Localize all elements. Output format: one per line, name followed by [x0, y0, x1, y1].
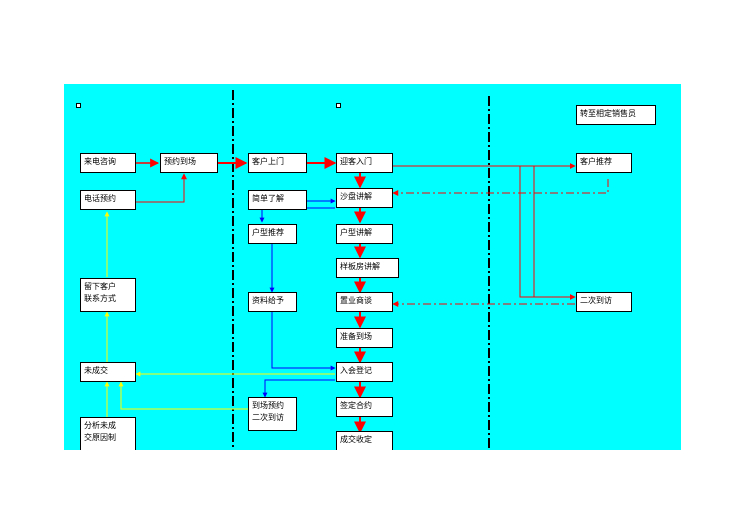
edge-materials-to-registration [271, 312, 336, 371]
node-prepare-visit: 准备到场 [336, 328, 393, 348]
node-unit-explanation: 户型讲解 [336, 224, 393, 244]
section-marker-1 [76, 103, 81, 108]
node-unit-recommendation: 户型推荐 [248, 224, 297, 244]
node-appointment-visit: 预约到场 [160, 153, 218, 173]
edge-phone-to-appointment [136, 173, 187, 203]
node-sand-table: 沙盘讲解 [336, 188, 393, 208]
edge-sand-to-unit [259, 207, 335, 223]
node-phone-appointment: 电话预约 [80, 190, 136, 210]
node-analyze-reasons: 分析未成交原因制 [80, 417, 136, 450]
node-not-closed: 未成交 [80, 362, 136, 382]
node-registration: 入会登记 [336, 362, 393, 382]
node-second-visit: 二次到访 [576, 292, 632, 312]
node-visit-appointment: 到场预约二次到访 [248, 397, 297, 431]
node-customer-recommend: 客户推荐 [576, 153, 632, 173]
section-marker-2 [336, 103, 341, 108]
flowchart-canvas: 来电咨询 电话预约 留下客户联系方式 未成交 分析未成交原因制 预约到场 客户上… [64, 84, 681, 450]
edge-visit-appt-to-not-closed [118, 381, 248, 410]
node-materials-given: 资料给予 [248, 292, 297, 312]
node-deal-closed: 成交收定 [336, 431, 393, 450]
node-leave-contact: 留下客户联系方式 [80, 278, 136, 312]
edge-branch-to-second-visit [519, 166, 576, 300]
node-incoming-call: 来电咨询 [80, 153, 136, 173]
edge-registration-to-visit-appt [262, 379, 335, 398]
node-business-negotiation: 置业商谈 [336, 292, 393, 312]
node-transfer-sales: 转至相定销售员 [576, 105, 656, 125]
node-reception: 迎客入门 [336, 153, 393, 173]
node-customer-walkin: 客户上门 [248, 153, 307, 173]
edge-recommend-to-sand [392, 179, 609, 196]
node-model-room: 样板房讲解 [336, 258, 399, 278]
flow-edges [104, 90, 609, 450]
node-brief-understanding: 简单了解 [248, 190, 307, 210]
node-sign-contract: 签定合约 [336, 397, 393, 417]
